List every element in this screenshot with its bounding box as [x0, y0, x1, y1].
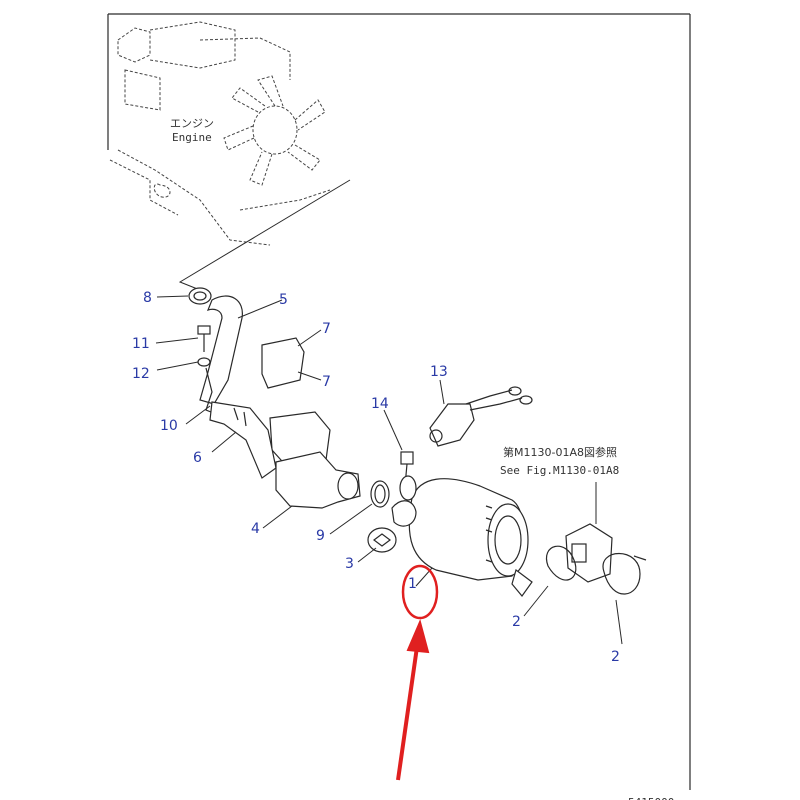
- part-12-washer: [197, 357, 211, 367]
- part-11-bolt: [197, 325, 211, 352]
- part-14-indicator: [400, 451, 414, 487]
- part-4-duct: [275, 451, 361, 509]
- engine-label-en: Engine: [172, 131, 212, 144]
- leader-lines: [155, 295, 623, 645]
- reference-jp: 第M1130-01A8図参照: [503, 445, 617, 459]
- part-6-elbow: [209, 401, 277, 479]
- callout-2-left: 2: [512, 614, 521, 630]
- callout-10: 10: [160, 418, 178, 434]
- part-1-air-cleaner: [391, 475, 533, 597]
- callout-5: 5: [279, 292, 288, 308]
- part-9-clamp: [370, 480, 390, 508]
- part-8-clamp: [188, 287, 212, 305]
- callout-7-bottom: 7: [322, 374, 331, 390]
- callout-13: 13: [430, 364, 448, 380]
- engine-label-jp: エンジン: [170, 117, 214, 130]
- part-5-hose: [199, 295, 243, 405]
- callout-3: 3: [345, 556, 354, 572]
- callout-6: 6: [193, 450, 202, 466]
- reference-en: See Fig.M1130-01A8: [500, 464, 619, 477]
- highlight-circle: [401, 564, 439, 620]
- callout-12: 12: [132, 366, 150, 382]
- footer-code: 5415000: [628, 796, 674, 800]
- engine-sketch: [109, 21, 351, 293]
- callout-2-right: 2: [611, 649, 620, 665]
- part-3-cap: [367, 527, 397, 553]
- callout-4: 4: [251, 521, 260, 537]
- highlight-arrow-icon: [396, 618, 430, 781]
- callout-8: 8: [143, 290, 152, 306]
- callout-9: 9: [316, 528, 325, 544]
- callout-1: 1: [408, 576, 417, 592]
- callout-14: 14: [371, 396, 389, 412]
- callout-11: 11: [132, 336, 150, 352]
- part-13-sensor: [429, 386, 533, 447]
- callout-7-top: 7: [322, 321, 331, 337]
- ref-assembly: [545, 482, 647, 595]
